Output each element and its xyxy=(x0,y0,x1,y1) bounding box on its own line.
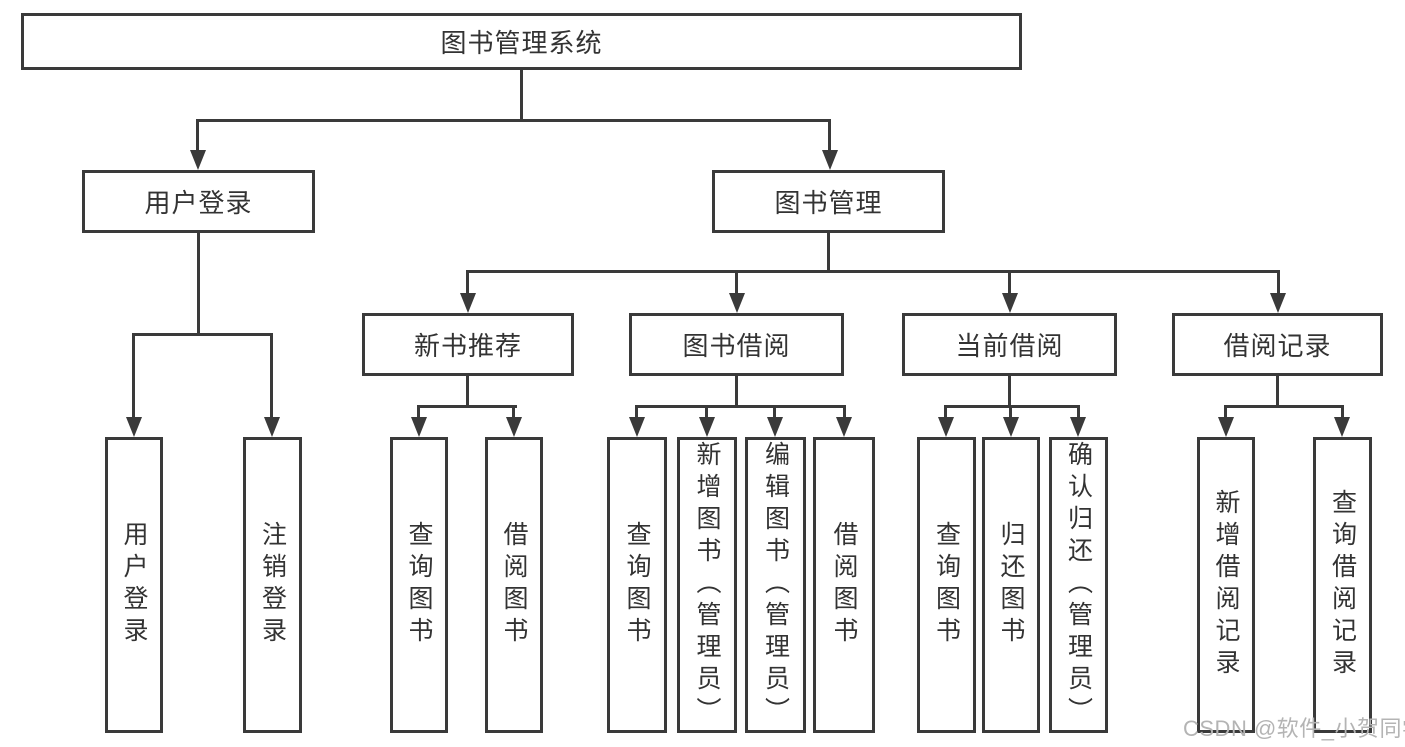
connector-line xyxy=(512,405,515,417)
leaf-return-books-label: 归还图书 xyxy=(997,521,1025,649)
connector-line xyxy=(1008,270,1011,293)
arrowhead-icon xyxy=(1218,417,1234,437)
connector-line xyxy=(1277,270,1280,293)
connector-line xyxy=(1276,376,1279,408)
leaf-confirm-return-admin: 确认归还（管理员） xyxy=(1049,437,1108,733)
arrowhead-icon xyxy=(1334,417,1350,437)
node-book-borrow-label: 图书借阅 xyxy=(682,331,791,361)
arrowhead-icon xyxy=(411,417,427,437)
leaf-add-books-admin-label: 新增图书（管理员） xyxy=(693,441,721,729)
leaf-confirm-return-admin-label: 确认归还（管理员） xyxy=(1064,441,1093,729)
leaf-add-books-admin: 新增图书（管理员） xyxy=(677,437,737,733)
connector-line xyxy=(520,70,523,122)
connector-line xyxy=(466,270,1280,273)
connector-line xyxy=(197,233,200,336)
connector-line xyxy=(466,376,469,408)
node-borrow-records: 借阅记录 xyxy=(1172,313,1383,376)
connector-line xyxy=(196,119,831,122)
leaf-logout-label: 注销登录 xyxy=(258,521,287,649)
arrowhead-icon xyxy=(822,150,838,170)
arrowhead-icon xyxy=(460,293,476,313)
connector-line xyxy=(944,405,947,417)
leaf-query-borrow-record-label: 查询借阅记录 xyxy=(1328,489,1357,681)
connector-line xyxy=(132,333,135,417)
arrowhead-icon xyxy=(1270,293,1286,313)
leaf-edit-books-admin-label: 编辑图书（管理员） xyxy=(761,441,790,729)
node-current-borrow: 当前借阅 xyxy=(902,313,1117,376)
node-current-borrow-label: 当前借阅 xyxy=(955,331,1064,361)
leaf-logout: 注销登录 xyxy=(243,437,302,733)
connector-line xyxy=(944,405,1080,408)
arrowhead-icon xyxy=(506,417,522,437)
leaf-return-books: 归还图书 xyxy=(982,437,1040,733)
connector-line xyxy=(270,333,273,417)
connector-line xyxy=(827,233,830,273)
node-new-book-recommend: 新书推荐 xyxy=(362,313,574,376)
node-book-borrow: 图书借阅 xyxy=(629,313,844,376)
node-book-management: 图书管理 xyxy=(712,170,945,233)
connector-line xyxy=(735,270,738,293)
connector-line xyxy=(466,270,469,293)
leaf-borrow-books-recommend: 借阅图书 xyxy=(485,437,543,733)
arrowhead-icon xyxy=(629,417,645,437)
leaf-add-borrow-record-label: 新增借阅记录 xyxy=(1212,489,1240,681)
leaf-query-books-current-label: 查询图书 xyxy=(932,521,961,649)
leaf-add-borrow-record: 新增借阅记录 xyxy=(1197,437,1255,733)
leaf-query-books-recommend-label: 查询图书 xyxy=(405,521,433,649)
arrowhead-icon xyxy=(1070,417,1086,437)
connector-line xyxy=(196,119,199,152)
node-root: 图书管理系统 xyxy=(21,13,1022,70)
leaf-user-login-label: 用户登录 xyxy=(120,521,148,649)
connector-line xyxy=(635,405,638,417)
connector-line xyxy=(843,405,846,417)
connector-line xyxy=(132,333,273,336)
leaf-borrow-books: 借阅图书 xyxy=(813,437,875,733)
arrowhead-icon xyxy=(190,150,206,170)
connector-line xyxy=(1009,405,1012,417)
connector-line xyxy=(735,376,738,408)
arrowhead-icon xyxy=(836,417,852,437)
arrowhead-icon xyxy=(699,417,715,437)
connector-line xyxy=(828,119,831,152)
connector-line xyxy=(417,405,517,408)
arrowhead-icon xyxy=(938,417,954,437)
arrowhead-icon xyxy=(729,293,745,313)
connector-line xyxy=(705,405,708,417)
connector-line xyxy=(1224,405,1344,408)
leaf-query-books-recommend: 查询图书 xyxy=(390,437,448,733)
connector-line xyxy=(417,405,420,417)
node-root-label: 图书管理系统 xyxy=(440,28,603,58)
arrowhead-icon xyxy=(264,417,280,437)
leaf-query-books-borrow-label: 查询图书 xyxy=(623,521,651,649)
connector-line xyxy=(1077,405,1080,417)
arrowhead-icon xyxy=(1003,417,1019,437)
connector-line xyxy=(1341,405,1344,417)
leaf-user-login: 用户登录 xyxy=(105,437,163,733)
node-user-login-label: 用户登录 xyxy=(144,188,253,218)
node-book-management-label: 图书管理 xyxy=(774,188,883,218)
arrowhead-icon xyxy=(126,417,142,437)
node-new-book-recommend-label: 新书推荐 xyxy=(413,331,522,361)
leaf-query-borrow-record: 查询借阅记录 xyxy=(1313,437,1372,733)
leaf-borrow-books-label: 借阅图书 xyxy=(830,521,858,649)
leaf-borrow-books-recommend-label: 借阅图书 xyxy=(500,521,528,649)
connector-line xyxy=(1224,405,1227,417)
node-borrow-records-label: 借阅记录 xyxy=(1223,331,1332,361)
leaf-query-books-borrow: 查询图书 xyxy=(607,437,667,733)
csdn-watermark: CSDN @软件_小贺同学 xyxy=(1183,716,1405,741)
connector-line xyxy=(635,405,846,408)
leaf-edit-books-admin: 编辑图书（管理员） xyxy=(745,437,806,733)
connector-line xyxy=(1008,376,1011,408)
arrowhead-icon xyxy=(767,417,783,437)
arrowhead-icon xyxy=(1002,293,1018,313)
connector-line xyxy=(773,405,776,417)
leaf-query-books-current: 查询图书 xyxy=(917,437,976,733)
node-user-login: 用户登录 xyxy=(82,170,315,233)
